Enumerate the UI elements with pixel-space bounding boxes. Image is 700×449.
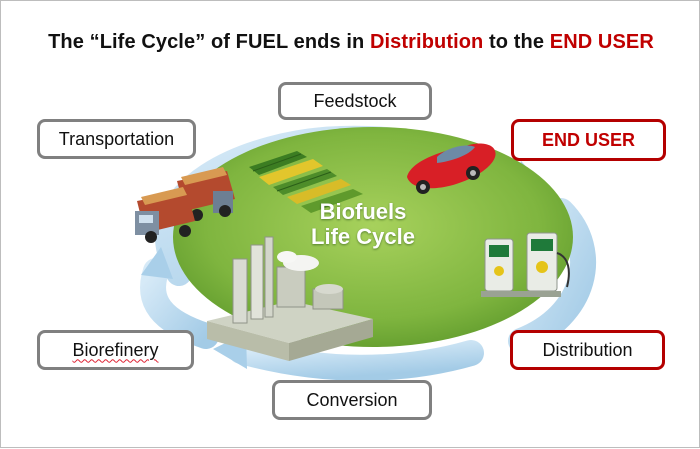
title-highlight-end-user: END USER (549, 31, 654, 53)
stage-distribution: Distribution (510, 330, 665, 370)
title-highlight-distribution: Distribution (369, 31, 484, 53)
stage-biorefinery-label: Biorefinery (72, 339, 159, 360)
center-label-line-2: Life Cycle (311, 224, 415, 249)
trucks-image (135, 167, 235, 243)
center-label-line-1: Biofuels (319, 199, 407, 224)
stage-feedstock-label: Feedstock (313, 90, 397, 111)
stage-end-user: END USER (511, 119, 666, 161)
gas-pumps-image (481, 232, 570, 297)
crop-rows-image (249, 151, 363, 213)
stage-conversion: Conversion (272, 380, 432, 420)
page-title: The “Life Cycle” of FUEL ends in Distrib… (1, 31, 700, 54)
stage-distribution-label: Distribution (542, 339, 633, 360)
center-label: Biofuels Life Cycle (293, 199, 433, 249)
arrow-head-left (141, 247, 173, 279)
stage-biorefinery: Biorefinery (37, 330, 194, 370)
stage-transportation-label: Transportation (58, 128, 175, 149)
stage-feedstock: Feedstock (278, 82, 432, 120)
stage-end-user-label: END USER (541, 129, 635, 150)
red-car-image (407, 143, 496, 194)
stage-conversion-label: Conversion (306, 389, 398, 410)
title-part-1: The “Life Cycle” of FUEL ends in (48, 31, 370, 53)
title-part-2: to the (483, 31, 550, 53)
refinery-image (207, 236, 373, 361)
stage-transportation: Transportation (37, 119, 196, 159)
